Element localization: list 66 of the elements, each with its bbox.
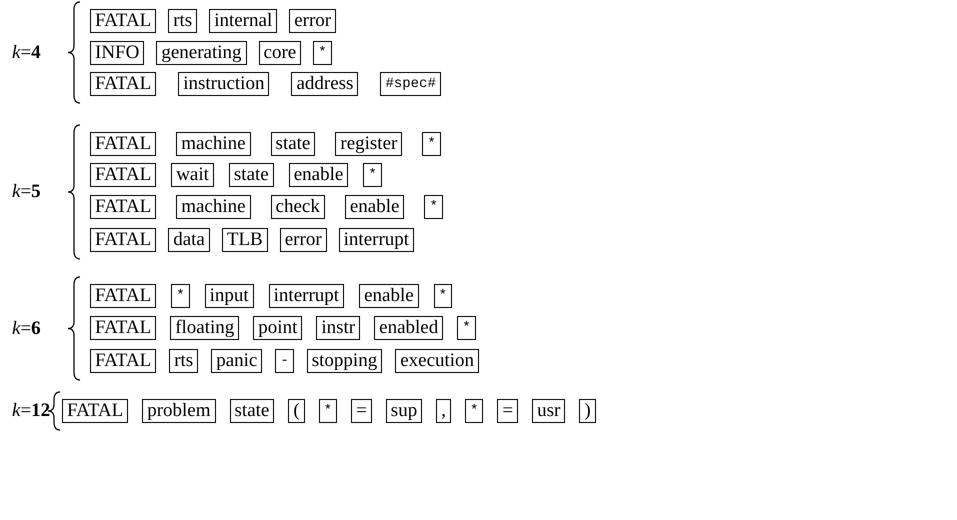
group-label: k=12 [12, 400, 50, 422]
token-box: * [424, 195, 443, 219]
token-box: interrupt [338, 228, 414, 252]
token-box: FATAL [90, 228, 156, 252]
token-box: internal [209, 9, 278, 33]
token-box: #spec# [380, 72, 441, 96]
token-box: floating [170, 316, 240, 340]
token-box: wait [171, 163, 214, 187]
token-box: machine [176, 195, 251, 219]
token-box: FATAL [90, 316, 156, 340]
token-box: * [313, 41, 332, 65]
token-box: ( [288, 399, 305, 423]
token-box: FATAL [90, 284, 156, 308]
token-box: error [289, 9, 336, 33]
token-box: interrupt [268, 284, 344, 308]
token-box: TLB [222, 228, 268, 252]
token-box: = [497, 399, 518, 423]
token-box: FATAL [90, 9, 156, 33]
token-box: INFO [90, 41, 144, 65]
token-box: generating [156, 41, 247, 65]
token-box: point [253, 316, 302, 340]
token-box: * [422, 132, 441, 156]
token-box: enable [359, 284, 419, 308]
group-label: k=5 [12, 181, 41, 203]
token-box: error [280, 228, 327, 252]
token-box: input [204, 284, 254, 308]
token-box: = [351, 399, 372, 423]
token-box: ) [579, 399, 596, 423]
token-box: * [464, 399, 484, 423]
token-box: FATAL [90, 195, 156, 219]
token-box: state [230, 399, 274, 423]
token-box: * [434, 284, 452, 308]
token-box: usr [532, 399, 566, 423]
token-box: * [318, 399, 338, 423]
token-box: check [270, 195, 325, 219]
token-box: rts [169, 349, 198, 373]
token-box: panic [211, 349, 262, 373]
group-label: k=6 [12, 318, 41, 340]
token-box: enable [344, 195, 404, 219]
token-box: * [457, 316, 476, 340]
token-box: rts [168, 9, 198, 33]
token-box: - [275, 349, 294, 373]
token-box: FATAL [90, 132, 156, 156]
group-label: k=4 [12, 42, 41, 64]
token-box: , [436, 399, 451, 423]
token-box: sup [386, 399, 422, 423]
token-box: * [363, 163, 382, 187]
token-box: data [168, 228, 210, 252]
token-box: address [291, 72, 358, 96]
token-box: FATAL [90, 349, 156, 373]
token-box: problem [142, 399, 216, 423]
token-box: state [270, 132, 316, 156]
token-box: machine [176, 132, 251, 156]
token-box: FATAL [62, 399, 128, 423]
token-box: execution [395, 349, 480, 373]
token-box: FATAL [90, 72, 156, 96]
token-box: state [228, 163, 274, 187]
token-box: * [171, 284, 190, 308]
token-box: enable [288, 163, 348, 187]
token-box: stopping [306, 349, 382, 373]
token-box: instr [316, 316, 360, 340]
token-box: core [258, 41, 302, 65]
token-box: FATAL [90, 163, 156, 187]
token-box: enabled [374, 316, 444, 340]
token-box: instruction [178, 72, 270, 96]
token-box: register [335, 132, 402, 156]
